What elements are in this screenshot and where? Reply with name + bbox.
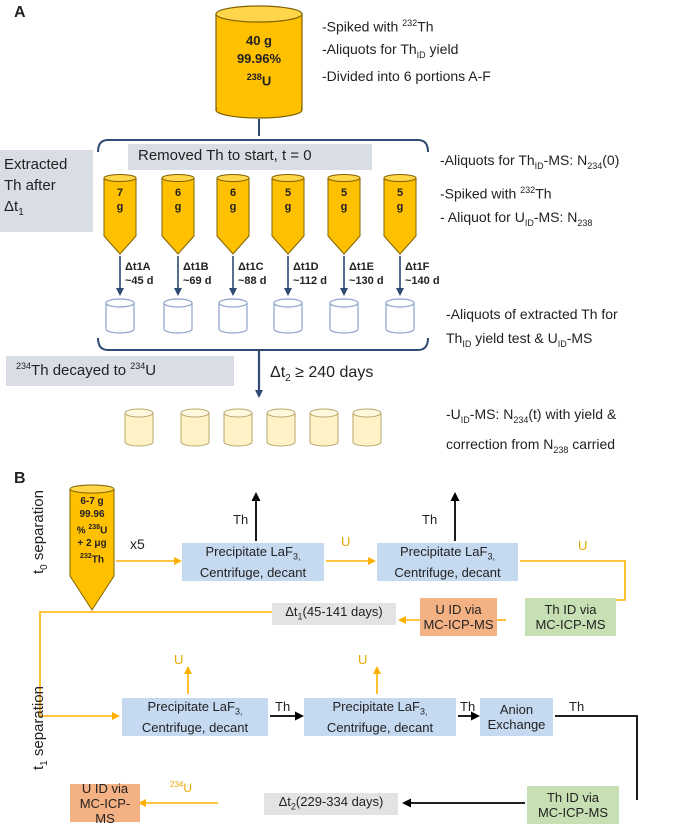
stock-label: 40 g 99.96% 238U — [216, 32, 302, 90]
final-note-2: correction from N238 carried — [446, 435, 616, 455]
final-note: -UID-MS: N234(t) with yield & correction… — [446, 402, 616, 462]
panel-b-label: B — [14, 470, 26, 487]
th-label-4: Th — [460, 699, 476, 714]
portion-label-f: Δt1F~140 d — [405, 261, 440, 287]
portion-label-c: Δt1C~88 d — [238, 261, 267, 287]
portion-tubes — [103, 174, 417, 255]
extracted-line-1: Extracted — [4, 156, 68, 173]
right-note-3: - Aliquot for UID-MS: N238 — [440, 209, 593, 229]
extracted-line-3: Δt1 — [4, 198, 24, 218]
stock-purity: 99.96% — [236, 51, 282, 66]
removed-label-box — [128, 144, 372, 170]
stock-cylinder — [215, 5, 303, 119]
th-label-2: Th — [422, 512, 438, 527]
final-note-1: -UID-MS: N234(t) with yield & — [446, 406, 617, 425]
th-label-3: Th — [275, 699, 291, 714]
precipitate-box-3: Precipitate LaF3, Centrifuge, decant — [122, 698, 268, 736]
extracted-cylinders — [105, 298, 415, 334]
dt2-label: Δt2 ≥ 240 days — [270, 364, 374, 385]
b-tube-label: 6-7 g 99.96 % 238U + 2 μg 232Th — [76, 496, 108, 566]
precipitate-box-4: Precipitate LaF3, Centrifuge, decant — [304, 698, 456, 736]
portion-label-b: Δt1B~69 d — [183, 261, 212, 287]
portion-label-d: Δt1D~112 d — [293, 261, 327, 287]
extracted-note: Extracted Th after Δt1 — [4, 154, 67, 223]
extracted-line-2: Th after — [4, 177, 56, 194]
th-label-5: Th — [569, 699, 585, 714]
t1-separation-label: t1 separation — [30, 686, 50, 770]
aliquot-note-2: ThID yield test & UID-MS — [446, 330, 593, 349]
stock-note-2: -Aliquots for ThID yield — [322, 40, 459, 60]
aliquot-note-1: -Aliquots of extracted Th for — [446, 306, 618, 322]
stock-isotope: 238U — [246, 72, 272, 89]
removed-label: Removed Th to start, t = 0 — [138, 147, 312, 164]
stock-note-3: -Divided into 6 portions A-F — [322, 68, 491, 85]
th-label-1: Th — [233, 512, 249, 527]
right-note-1: -Aliquots for ThID-MS: N234(0) — [440, 152, 620, 171]
stock-notes: -Spiked with 232Th -Aliquots for ThID yi… — [322, 12, 491, 87]
portion-arrows — [116, 256, 404, 296]
u234-label: 234U — [170, 780, 193, 795]
extracted-note-box — [0, 150, 93, 232]
dt1-box: Δt1(45-141 days) — [272, 603, 396, 625]
stock-note-1: -Spiked with 232Th — [322, 18, 434, 35]
t0-separation-label: t0 separation — [30, 490, 50, 574]
right-note-2: -Spiked with 232Th — [440, 184, 552, 202]
stock-mass: 40 g — [245, 33, 272, 48]
u-label-4: U — [358, 652, 368, 667]
precipitate-box-1: Precipitate LaF3, Centrifuge, decant — [182, 543, 324, 581]
x5-label: x5 — [130, 536, 145, 552]
panel-a-label: A — [14, 4, 26, 21]
b-tube — [69, 484, 115, 611]
aliquot-note: -Aliquots of extracted Th for ThID yield… — [446, 302, 618, 356]
decay-label: 234Th decayed to 234U — [16, 361, 157, 379]
decay-label-box — [6, 356, 234, 386]
u-label-3: U — [174, 652, 184, 667]
dt2-box: Δt2(229-334 days) — [264, 793, 398, 815]
decayed-cylinders — [124, 408, 382, 447]
u-label-2: U — [578, 538, 588, 553]
portion-label-e: Δt1E~130 d — [349, 261, 384, 287]
top-brace — [97, 139, 429, 153]
bottom-brace — [97, 337, 429, 351]
u-label-1: U — [341, 534, 351, 549]
precipitate-box-2: Precipitate LaF3, Centrifuge, decant — [377, 543, 518, 581]
right-notes: -Aliquots for ThID-MS: N234(0) -Spiked w… — [440, 148, 619, 235]
portion-label-a: Δt1A~45 d — [125, 261, 154, 287]
